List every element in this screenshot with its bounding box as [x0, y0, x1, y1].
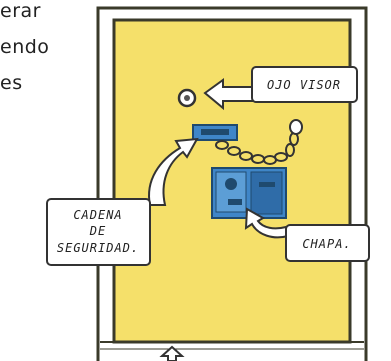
lock-left-panel	[215, 171, 247, 213]
chain-arrow-icon	[148, 137, 199, 206]
chain-anchor-icon	[289, 119, 303, 135]
chain-label-box	[46, 198, 151, 266]
security-chain-icon	[215, 132, 299, 165]
lock-latch	[228, 199, 242, 205]
peephole-label: OJO VISOR	[267, 78, 341, 92]
cropped-text-line-3: es	[0, 72, 23, 94]
chain-label-line-2: DE	[89, 224, 106, 238]
lock-right-panel	[250, 171, 283, 215]
door-frame	[96, 6, 368, 361]
lock-cylinder-icon	[225, 178, 237, 190]
chain-plate-slot	[201, 129, 229, 135]
lock-arrow-icon	[244, 207, 290, 239]
cropped-text-line-2: endo	[0, 36, 50, 58]
lock-label: CHAPA.	[302, 237, 351, 251]
lock-keyhole-slot	[259, 182, 275, 187]
chain-label-line-3: SEGURIDAD.	[57, 241, 139, 255]
peephole-lens-icon	[184, 95, 190, 101]
peephole-label-box	[251, 66, 358, 103]
chain-label-line-1: CADENA	[73, 208, 122, 222]
cropped-text-line-1: erar	[0, 0, 41, 22]
lock-label-box	[285, 224, 370, 262]
bottom-arrow-icon	[159, 345, 185, 361]
